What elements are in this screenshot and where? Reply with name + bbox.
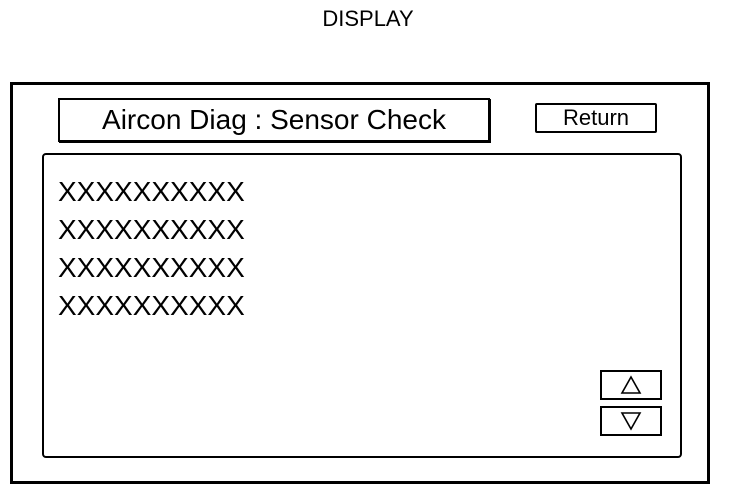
scroll-up-button[interactable] xyxy=(600,370,662,400)
return-button-label: Return xyxy=(562,105,630,130)
triangle-down-icon xyxy=(620,412,642,431)
return-button[interactable]: Return xyxy=(535,103,657,133)
triangle-up-icon xyxy=(620,375,642,394)
sensor-list-panel: XXXXXXXXXX XXXXXXXXXX XXXXXXXXXX XXXXXXX… xyxy=(42,153,682,458)
list-item: XXXXXXXXXX xyxy=(58,252,245,283)
list-item: XXXXXXXXXX xyxy=(58,176,245,207)
display-caption: DISPLAY xyxy=(322,6,414,31)
scroll-down-button[interactable] xyxy=(600,406,662,436)
screen-title-text: Aircon Diag : Sensor Check xyxy=(102,104,446,135)
list-item: XXXXXXXXXX xyxy=(58,290,245,321)
display-frame xyxy=(10,82,710,484)
list-item: XXXXXXXXXX xyxy=(58,214,245,245)
screen-title: Aircon Diag : Sensor Check xyxy=(58,98,490,142)
sensor-list: XXXXXXXXXX XXXXXXXXXX XXXXXXXXXX XXXXXXX… xyxy=(58,173,245,325)
